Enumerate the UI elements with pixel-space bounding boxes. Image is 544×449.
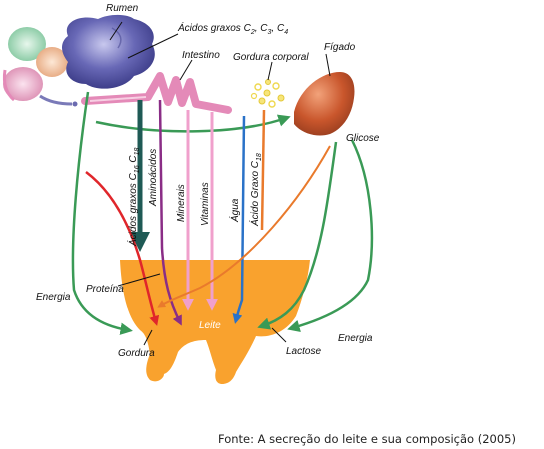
label-acidos-graxos-c2-c3-c4: Ácidos graxos C2, C3, C4 bbox=[177, 21, 288, 36]
flow-arrows bbox=[71, 91, 374, 335]
label-energia-right: Energia bbox=[338, 333, 373, 344]
omasum-shape bbox=[8, 27, 46, 61]
abomasum-shape bbox=[3, 67, 43, 101]
arrow-rumen-to-liver bbox=[95, 114, 291, 133]
label-aminoacidos: Aminoácidos bbox=[148, 149, 159, 207]
leader-lines bbox=[109, 21, 331, 346]
arrow-liver-to-udder bbox=[157, 145, 331, 308]
label-glicose: Glicose bbox=[346, 133, 380, 144]
arrow-energia-right bbox=[287, 139, 374, 332]
body-fat-droplets bbox=[250, 79, 285, 108]
label-vitaminas: Vitaminas bbox=[200, 182, 211, 226]
liver-shape bbox=[294, 72, 355, 136]
label-acidos-graxos-c16-c18: Ácidos graxos C16 C18 bbox=[126, 147, 141, 247]
label-rumen: Rumen bbox=[106, 3, 139, 14]
esophagus-tube bbox=[2, 69, 16, 102]
label-agua: Água bbox=[228, 198, 241, 223]
arrow-glicose-lactose bbox=[257, 141, 338, 330]
label-intestino: Intestino bbox=[182, 50, 220, 61]
source-caption: Fonte: A secreção do leite e sua composi… bbox=[218, 432, 516, 446]
label-gordura-corporal: Gordura corporal bbox=[233, 52, 309, 63]
label-gordura: Gordura bbox=[118, 348, 155, 359]
arrow-agua bbox=[232, 115, 246, 324]
intestine-shape bbox=[81, 72, 232, 114]
arrow-gordura bbox=[85, 171, 160, 326]
label-leite: Leite bbox=[199, 320, 221, 331]
reticulum-shape bbox=[36, 47, 68, 77]
label-proteina: Proteína bbox=[86, 284, 124, 295]
arrow-acido-graxo-c18 bbox=[260, 109, 266, 231]
rumen-shape bbox=[62, 14, 155, 89]
label-minerais: Minerais bbox=[176, 184, 187, 222]
arrow-aminoacidos bbox=[158, 99, 182, 326]
stomach-compartments bbox=[2, 27, 78, 107]
label-energia-left: Energia bbox=[36, 292, 71, 303]
label-lactose: Lactose bbox=[286, 346, 321, 357]
label-acido-graxo-c18: Ácido Graxo C18 bbox=[248, 153, 263, 227]
label-figado: Fígado bbox=[324, 42, 356, 53]
arrow-energia-left bbox=[71, 91, 133, 335]
